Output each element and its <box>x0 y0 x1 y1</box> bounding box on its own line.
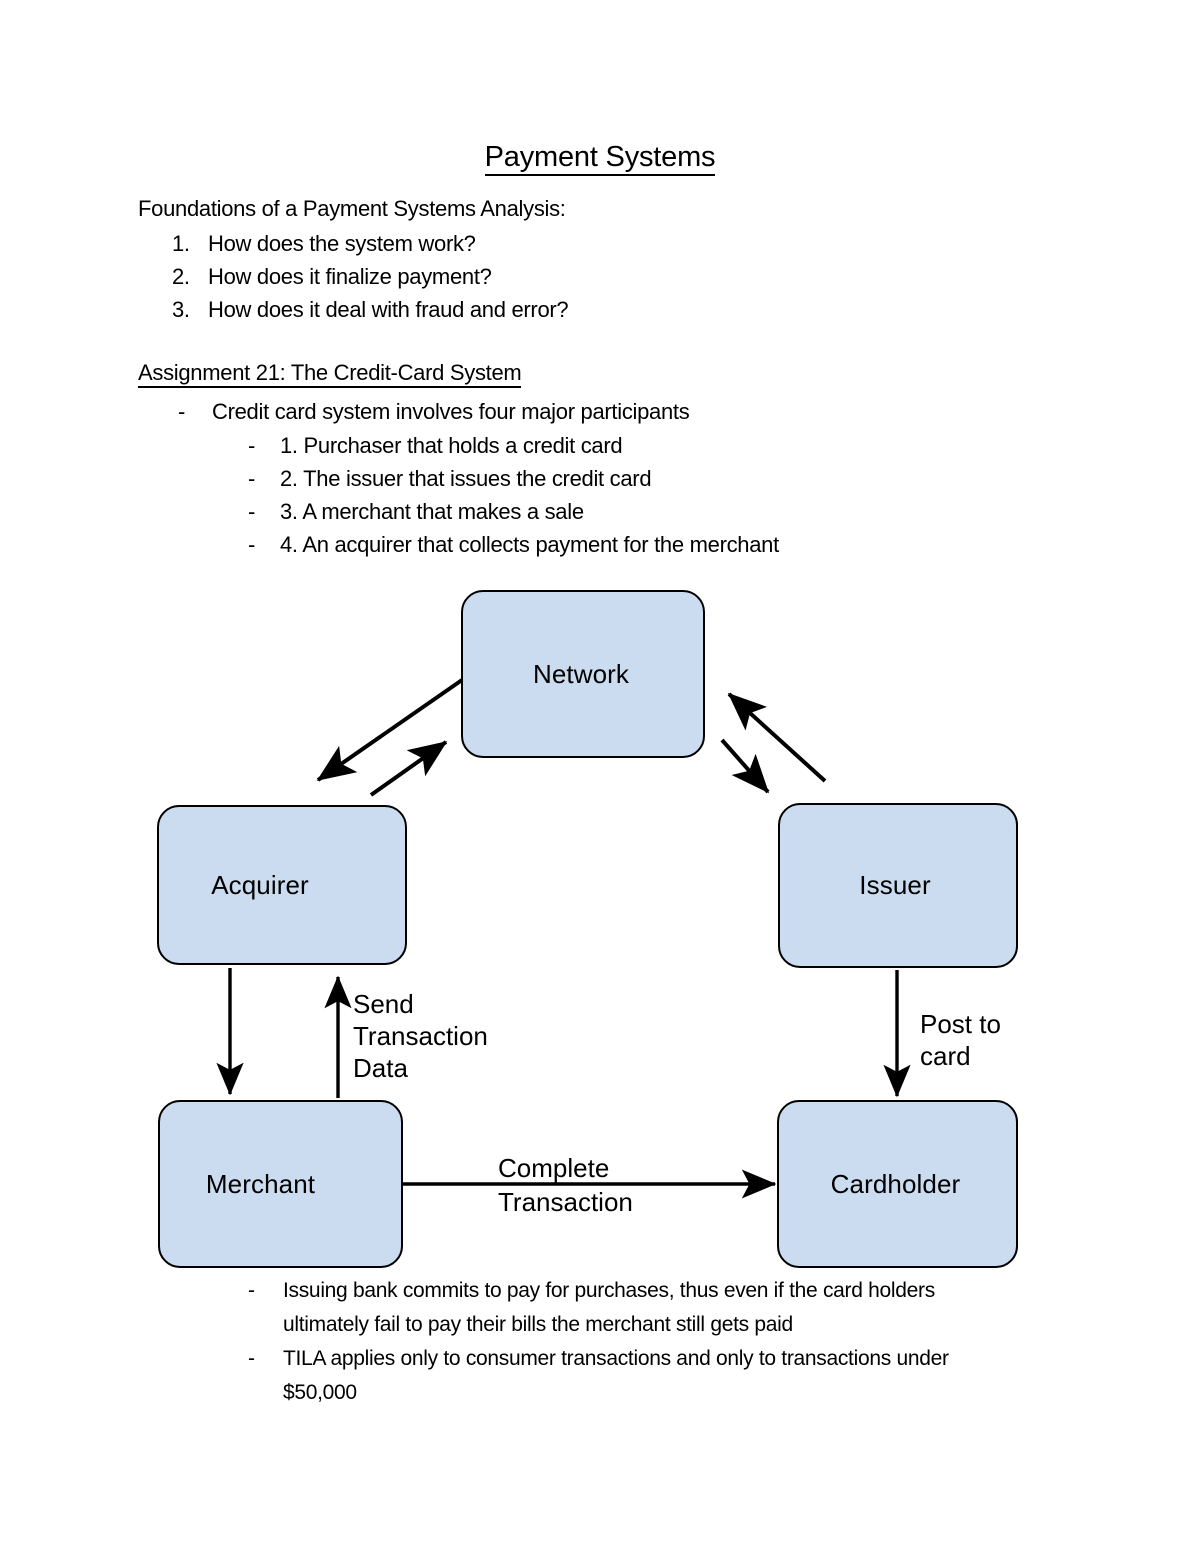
list-marker: 1. <box>172 231 190 256</box>
arrow-acquirer-to-network <box>369 740 448 797</box>
edge-label-transaction: Transaction <box>498 1187 633 1217</box>
footer-bullet-list: - Issuing bank commits to pay for purcha… <box>248 1274 1048 1410</box>
list-item: - 4. An acquirer that collects payment f… <box>248 529 1048 562</box>
bullet-marker: - <box>248 532 256 557</box>
bullet-marker: - <box>248 1279 255 1302</box>
list-item: - 3. A merchant that makes a sale <box>248 496 1048 529</box>
node-acquirer[interactable]: Acquirer <box>157 805 407 965</box>
node-cardholder-label: Cardholder <box>830 1168 961 1199</box>
bullet-marker: - <box>248 433 256 458</box>
list-item-text: TILA applies only to consumer transactio… <box>283 1347 949 1404</box>
list-item: - 1. Purchaser that holds a credit card <box>248 430 1048 463</box>
list-item: 3. How does it deal with fraud and error… <box>138 294 1038 327</box>
list-item-text: How does the system work? <box>208 231 476 256</box>
node-merchant-label: Merchant <box>205 1168 316 1199</box>
bullet-marker: - <box>248 466 256 491</box>
section-heading: Assignment 21: The Credit-Card System <box>138 359 522 388</box>
list-item-text: How does it finalize payment? <box>208 264 492 289</box>
page-title: Payment Systems <box>0 140 1200 176</box>
list-item-text: 1. Purchaser that holds a credit card <box>280 433 623 458</box>
node-merchant[interactable]: Merchant <box>158 1100 403 1268</box>
list-item-text: 3. A merchant that makes a sale <box>280 499 584 524</box>
sub-bullet-list: - 1. Purchaser that holds a credit card … <box>248 430 1048 562</box>
list-item: - TILA applies only to consumer transact… <box>248 1342 1048 1410</box>
bullet-marker: - <box>178 399 186 424</box>
node-network[interactable]: Network <box>461 590 705 758</box>
arrow-network-to-acquirer <box>316 678 464 782</box>
list-item: 1. How does the system work? <box>138 228 1038 261</box>
list-marker: 2. <box>172 264 190 289</box>
node-issuer[interactable]: Issuer <box>778 803 1018 968</box>
list-item: - 2. The issuer that issues the credit c… <box>248 463 1048 496</box>
numbered-list: 1. How does the system work? 2. How does… <box>138 228 1038 327</box>
arrow-issuer-to-network <box>727 692 827 783</box>
edge-label-post-to-card: Post to card <box>920 1009 1001 1071</box>
bullet-marker: - <box>248 1347 255 1370</box>
list-item: 2. How does it finalize payment? <box>138 261 1038 294</box>
arrow-network-to-issuer <box>720 738 770 794</box>
list-item-text: 2. The issuer that issues the credit car… <box>280 466 652 491</box>
bullet-marker: - <box>248 499 256 524</box>
page-title-text: Payment Systems <box>484 141 716 176</box>
section-heading-text: Assignment 21: The Credit-Card System <box>138 360 522 388</box>
node-cardholder[interactable]: Cardholder <box>777 1100 1018 1268</box>
list-marker: 3. <box>172 297 190 322</box>
edge-label-complete: Complete <box>498 1153 610 1183</box>
list-item-text: How does it deal with fraud and error? <box>208 297 569 322</box>
list-item-text: 4. An acquirer that collects payment for… <box>280 532 779 557</box>
bullet-text: Credit card system involves four major p… <box>212 399 690 424</box>
intro-line: Foundations of a Payment Systems Analysi… <box>138 196 566 221</box>
list-item-text: Issuing bank commits to pay for purchase… <box>283 1279 935 1336</box>
node-network-label: Network <box>532 658 630 689</box>
node-issuer-label: Issuer <box>859 870 931 900</box>
edge-label-send-transaction-data: Send Transaction Data <box>353 989 488 1083</box>
node-acquirer-label: Acquirer <box>211 869 309 900</box>
list-item: - Issuing bank commits to pay for purcha… <box>248 1274 1048 1342</box>
